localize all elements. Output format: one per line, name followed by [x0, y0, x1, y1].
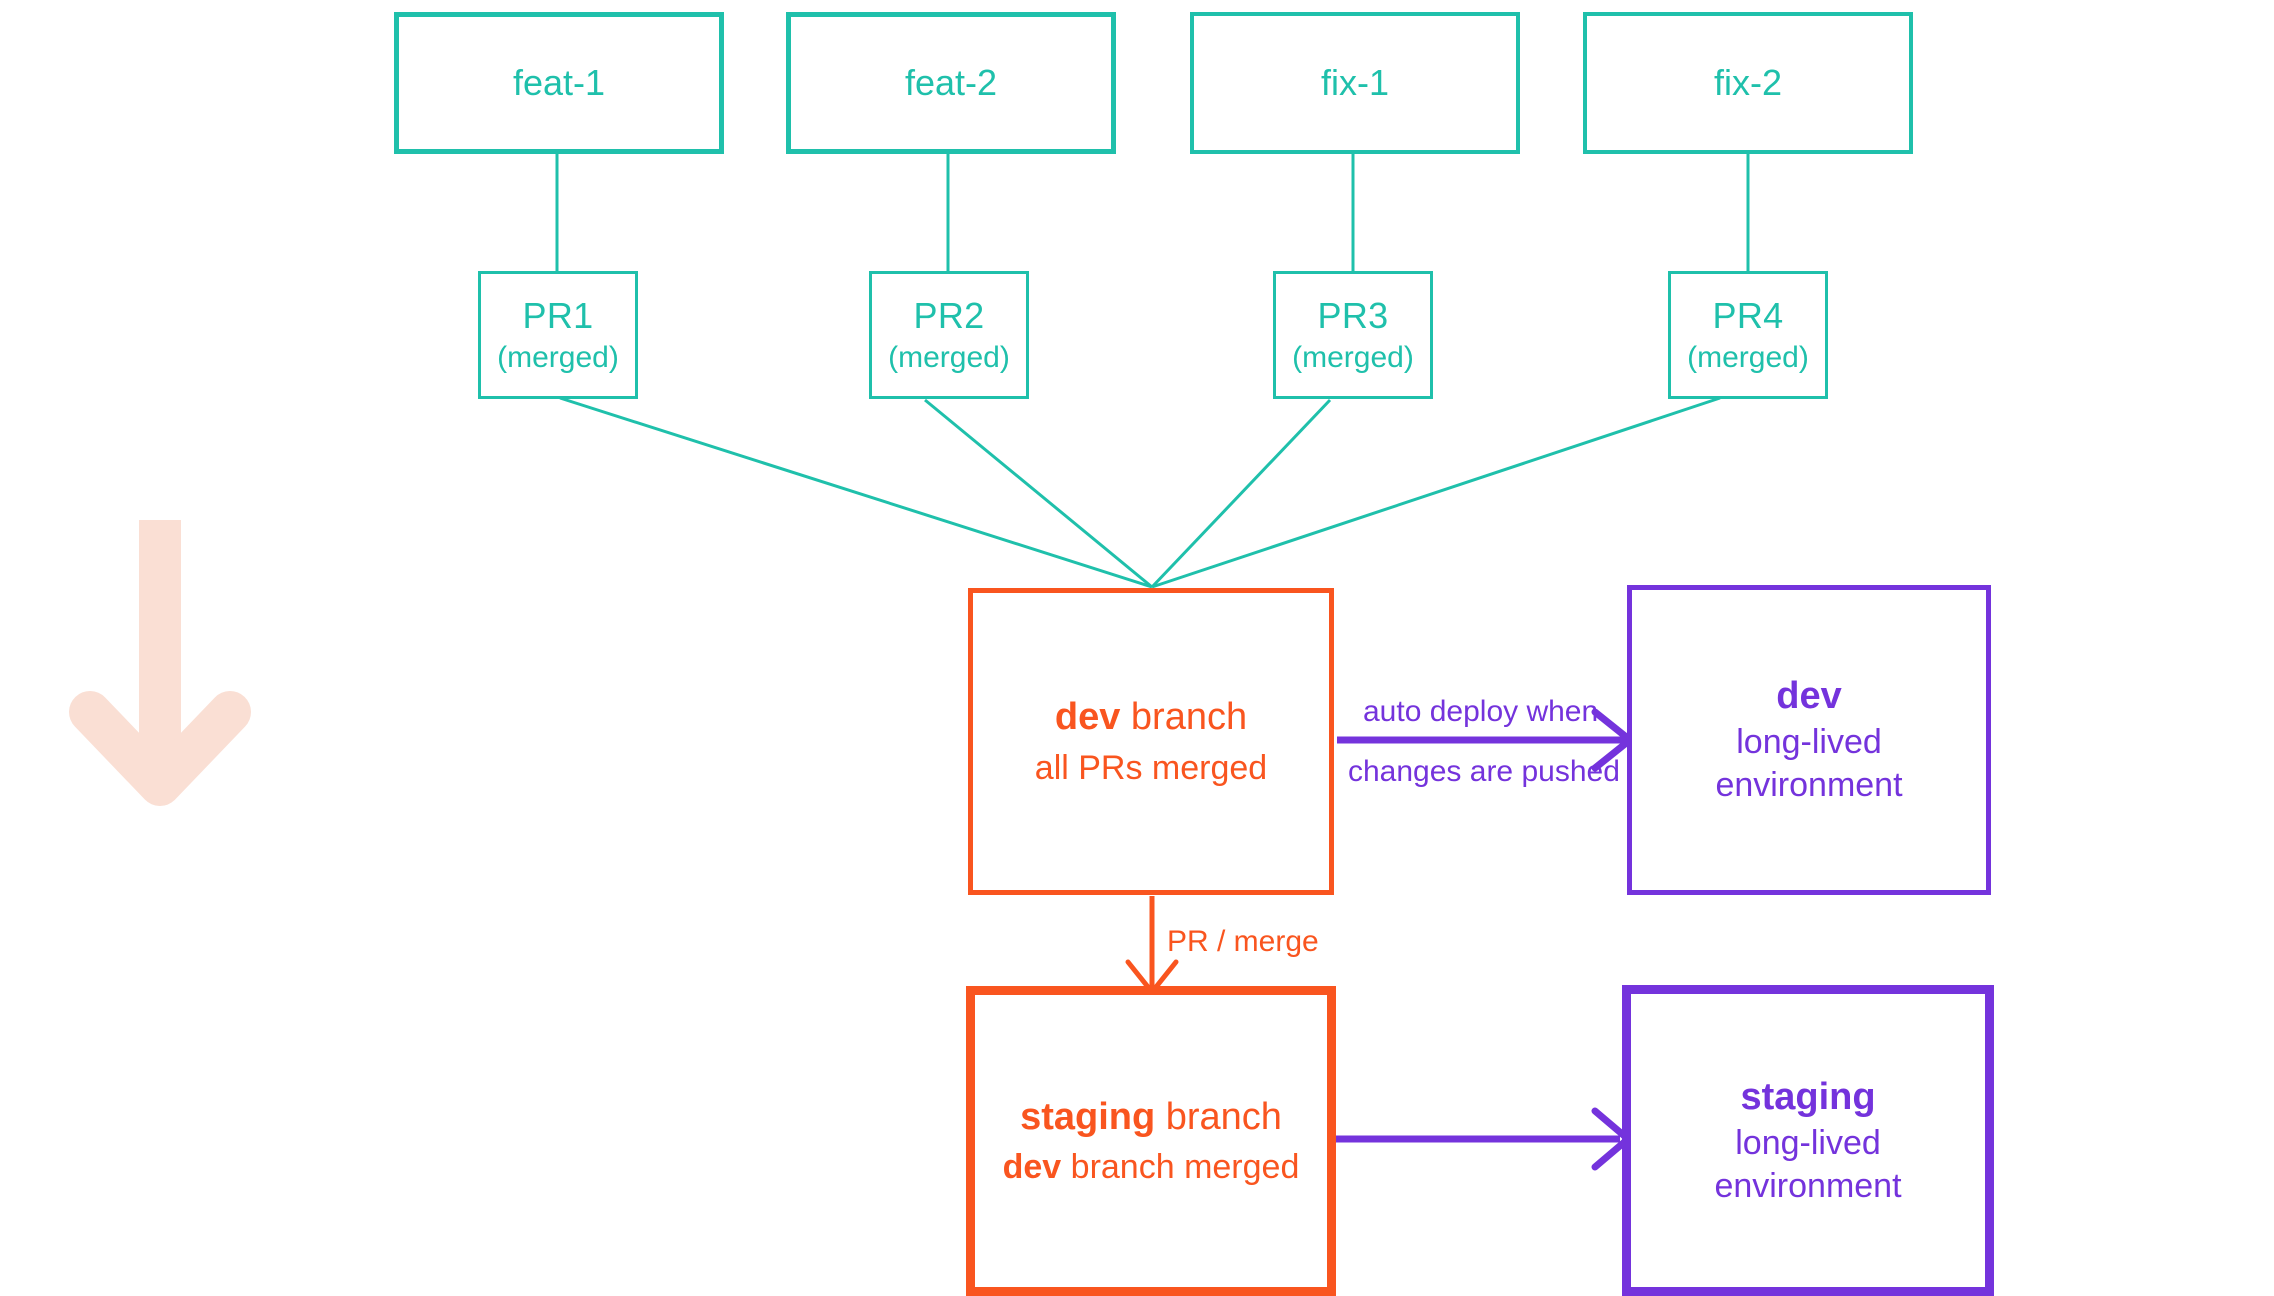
git-branch-detail: dev branch merged [1003, 1147, 1300, 1187]
branch-label: fix-1 [1320, 61, 1389, 103]
git-branch-suffix: branch [1120, 696, 1248, 739]
branch-label: feat-1 [512, 61, 606, 103]
branch-to-pr-connectors [555, 153, 1750, 272]
pr-status: (merged) [888, 340, 1010, 374]
environment-line-2: environment [1714, 1166, 1902, 1205]
environment-box-staging[interactable]: staging long-lived environment [1622, 985, 1994, 1296]
git-branch-title: dev branch [1055, 695, 1247, 740]
git-branch-name: staging [1020, 1095, 1156, 1138]
edge-label-auto-deploy-top: auto deploy when [1363, 695, 1599, 728]
pr-box-3[interactable]: PR3 (merged) [1273, 271, 1433, 399]
pr-title: PR4 [1712, 295, 1784, 337]
branch-box-feat-2[interactable]: feat-2 [786, 12, 1116, 154]
edge-label-pr-merge: PR / merge [1167, 925, 1319, 958]
down-arrow-icon [69, 520, 251, 806]
git-branch-detail-strong: dev [1002, 1148, 1062, 1187]
pr-status: (merged) [497, 340, 619, 374]
pr-box-4[interactable]: PR4 (merged) [1668, 271, 1828, 399]
git-branch-title: staging branch [1020, 1095, 1282, 1140]
environment-name: staging [1740, 1075, 1876, 1118]
branch-label: fix-2 [1713, 61, 1782, 103]
git-branch-box-dev[interactable]: dev branch all PRs merged [968, 588, 1334, 895]
edge-label-auto-deploy-bottom: changes are pushed [1348, 755, 1620, 788]
branch-label: feat-2 [904, 61, 998, 103]
pr-title: PR3 [1317, 295, 1389, 337]
environment-box-dev[interactable]: dev long-lived environment [1627, 585, 1991, 895]
branch-box-fix-1[interactable]: fix-1 [1190, 12, 1520, 154]
environment-line-1: long-lived [1735, 1123, 1881, 1162]
pr-title: PR1 [522, 295, 594, 337]
git-branch-box-staging[interactable]: staging branch dev branch merged [966, 986, 1336, 1296]
branch-box-fix-2[interactable]: fix-2 [1583, 12, 1913, 154]
git-branch-suffix: branch [1155, 1095, 1282, 1138]
staging-deploy-arrow [1318, 1107, 1634, 1171]
pr-status: (merged) [1687, 340, 1809, 374]
git-branch-detail: all PRs merged [1035, 748, 1267, 788]
git-branch-detail-text: branch merged [1061, 1148, 1300, 1187]
environment-line-1: long-lived [1736, 723, 1882, 762]
pr-to-dev-connectors [559, 396, 1721, 589]
branch-box-feat-1[interactable]: feat-1 [394, 12, 724, 154]
environment-line-2: environment [1715, 766, 1903, 805]
pr-box-2[interactable]: PR2 (merged) [869, 271, 1029, 399]
git-branch-name: dev [1054, 696, 1121, 739]
pr-box-1[interactable]: PR1 (merged) [478, 271, 638, 399]
environment-name: dev [1776, 675, 1842, 718]
pr-title: PR2 [913, 295, 985, 337]
pr-status: (merged) [1292, 340, 1414, 374]
git-branch-detail-text: all PRs merged [1034, 748, 1268, 787]
